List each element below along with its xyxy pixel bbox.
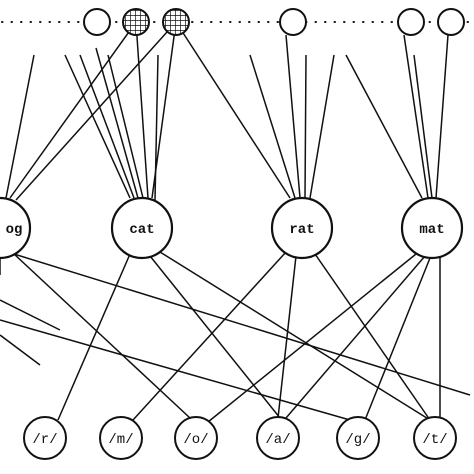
connection-line bbox=[314, 253, 431, 421]
connection-line bbox=[79, 54, 135, 199]
top-layer-units bbox=[83, 8, 465, 36]
letter-label: /g/ bbox=[345, 432, 370, 448]
word-label: cat bbox=[129, 222, 154, 238]
connection-line bbox=[57, 253, 131, 421]
top-unit-hatched bbox=[122, 8, 150, 36]
connection-line bbox=[135, 21, 149, 199]
word-label: rat bbox=[289, 222, 314, 238]
word-label: mat bbox=[419, 222, 444, 238]
word-node-mat: mat bbox=[400, 196, 464, 260]
letter-node-o: /o/ bbox=[174, 416, 218, 460]
top-unit bbox=[397, 8, 425, 36]
connection-line bbox=[435, 34, 449, 199]
connection-line bbox=[309, 54, 335, 199]
connection-line bbox=[107, 54, 144, 199]
letter-circle bbox=[99, 416, 143, 460]
connection-lines bbox=[0, 21, 471, 423]
word-node-og: og bbox=[0, 196, 32, 260]
letter-label: /o/ bbox=[183, 432, 208, 448]
word-label: og bbox=[6, 222, 23, 238]
connection-line bbox=[132, 251, 287, 421]
connection-line bbox=[345, 54, 423, 199]
letter-circle bbox=[413, 416, 457, 460]
letter-circle bbox=[23, 416, 67, 460]
letter-node-t: /t/ bbox=[413, 416, 457, 460]
connection-line bbox=[13, 253, 471, 396]
connection-line bbox=[15, 21, 177, 201]
connection-line bbox=[304, 54, 307, 199]
connection-line bbox=[0, 334, 41, 366]
letter-label: /m/ bbox=[108, 432, 133, 448]
letter-node-m: /m/ bbox=[99, 416, 143, 460]
letter-node-a: /a/ bbox=[256, 416, 300, 460]
connection-line bbox=[154, 54, 159, 201]
word-circle bbox=[270, 196, 334, 260]
top-unit bbox=[437, 8, 465, 36]
letter-node-r: /r/ bbox=[23, 416, 67, 460]
connection-line bbox=[175, 21, 291, 199]
connection-line bbox=[413, 54, 433, 199]
letter-label: /r/ bbox=[32, 432, 57, 448]
top-unit bbox=[279, 8, 307, 36]
connection-line bbox=[364, 257, 431, 421]
letter-node-g: /g/ bbox=[336, 416, 380, 460]
connection-line bbox=[285, 34, 301, 199]
letter-label: /a/ bbox=[265, 432, 290, 448]
letter-label: /t/ bbox=[422, 432, 447, 448]
connection-line bbox=[159, 251, 431, 421]
word-node-rat: rat bbox=[270, 196, 334, 260]
connection-line bbox=[149, 255, 281, 419]
word-circle bbox=[400, 196, 464, 260]
connection-line bbox=[5, 54, 35, 199]
letter-circle bbox=[256, 416, 300, 460]
top-unit-hatched bbox=[162, 8, 190, 36]
connection-line bbox=[13, 253, 191, 419]
connection-line bbox=[277, 255, 297, 419]
word-circle bbox=[110, 196, 174, 260]
connection-line bbox=[207, 253, 417, 423]
connection-line bbox=[95, 47, 139, 199]
connection-line bbox=[403, 34, 429, 199]
word-node-cat: cat bbox=[110, 196, 174, 260]
connection-line bbox=[249, 54, 296, 199]
word-circle bbox=[0, 196, 32, 260]
connection-line bbox=[0, 319, 351, 421]
top-unit bbox=[83, 8, 111, 36]
connection-line bbox=[285, 255, 426, 419]
connection-line bbox=[0, 299, 61, 331]
connection-line bbox=[64, 54, 131, 199]
connection-line bbox=[9, 21, 137, 199]
letter-circle bbox=[174, 416, 218, 460]
letter-circle bbox=[336, 416, 380, 460]
